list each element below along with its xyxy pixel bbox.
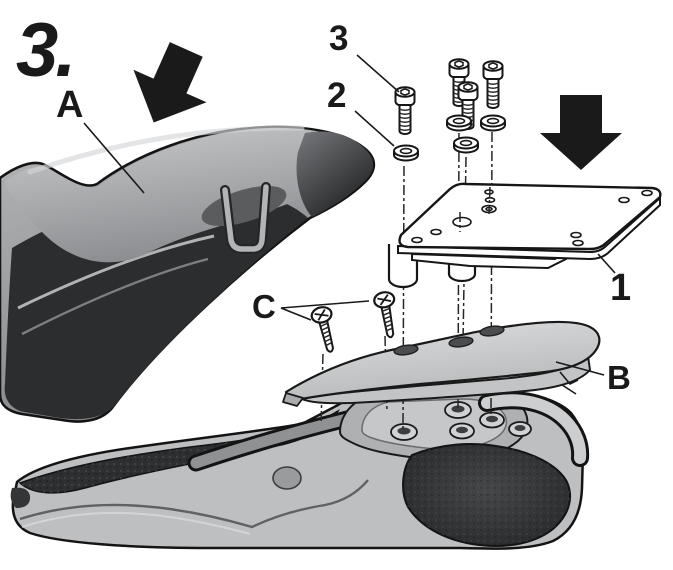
center-line-1 xyxy=(402,165,405,431)
seat-piping-line-1 xyxy=(17,234,215,310)
washer-icon xyxy=(480,114,506,132)
center-line-overlay xyxy=(459,186,491,232)
label-spacer-2: 2 xyxy=(327,76,346,115)
taillight-texture xyxy=(403,443,571,547)
leader-b xyxy=(555,361,605,376)
label-seat-a: A xyxy=(56,84,83,126)
direction-arrows xyxy=(133,42,622,170)
seat-illustration xyxy=(0,125,376,423)
step-number: 3. xyxy=(16,8,73,93)
center-line-3 xyxy=(462,156,467,345)
label-cover-b: B xyxy=(607,359,631,396)
plate-1-illustration xyxy=(387,182,662,289)
washer-icon xyxy=(393,144,419,162)
cover-right-fold xyxy=(559,371,579,385)
plate-post-left xyxy=(387,244,419,289)
leader-1 xyxy=(597,253,616,274)
label-screws-c: C xyxy=(252,288,276,325)
label-plate-1: 1 xyxy=(610,267,631,309)
cover-hole xyxy=(479,325,505,337)
seat-strap-inner xyxy=(222,184,269,252)
tail-assembly xyxy=(10,380,590,550)
labels: 3. A 3 2 C 1 B xyxy=(16,8,631,396)
cover-tip-hook xyxy=(282,392,304,407)
leader-c xyxy=(280,300,370,321)
arrow-down-left-icon xyxy=(133,42,207,123)
cover-front-face xyxy=(297,353,592,405)
cover-hole xyxy=(448,336,474,348)
boss xyxy=(449,422,475,440)
tail-rail xyxy=(481,394,587,464)
cover-top-surface xyxy=(284,320,601,401)
tail-trim-texture xyxy=(20,411,338,493)
washer-icon xyxy=(453,136,479,154)
cover-b-illustration xyxy=(282,320,601,407)
leader-a xyxy=(83,122,145,194)
boss xyxy=(479,411,505,429)
seat-rear-tip-shade xyxy=(296,131,374,217)
fairing-recess-hole xyxy=(272,466,302,490)
side-reflector xyxy=(10,487,31,508)
seat-top-surface xyxy=(5,127,356,263)
cover-hole xyxy=(393,344,419,356)
plate-thickness-edge xyxy=(397,195,661,261)
seat-top-highlight xyxy=(27,125,305,175)
leader-3 xyxy=(356,54,400,93)
center-line-5 xyxy=(320,353,324,425)
plate-top-face xyxy=(398,182,662,251)
label-screw-3: 3 xyxy=(329,19,348,58)
seat-piping-line-2 xyxy=(21,257,209,336)
boss xyxy=(508,421,532,437)
washer-icon xyxy=(446,114,472,132)
fairing-crease-highlight xyxy=(21,511,251,535)
arrow-down-icon xyxy=(540,95,622,170)
fairing-crease-line xyxy=(19,479,369,529)
plate-holes xyxy=(411,189,653,247)
leader-2 xyxy=(354,110,395,147)
boss xyxy=(390,423,418,441)
mount-bosses xyxy=(390,401,532,441)
